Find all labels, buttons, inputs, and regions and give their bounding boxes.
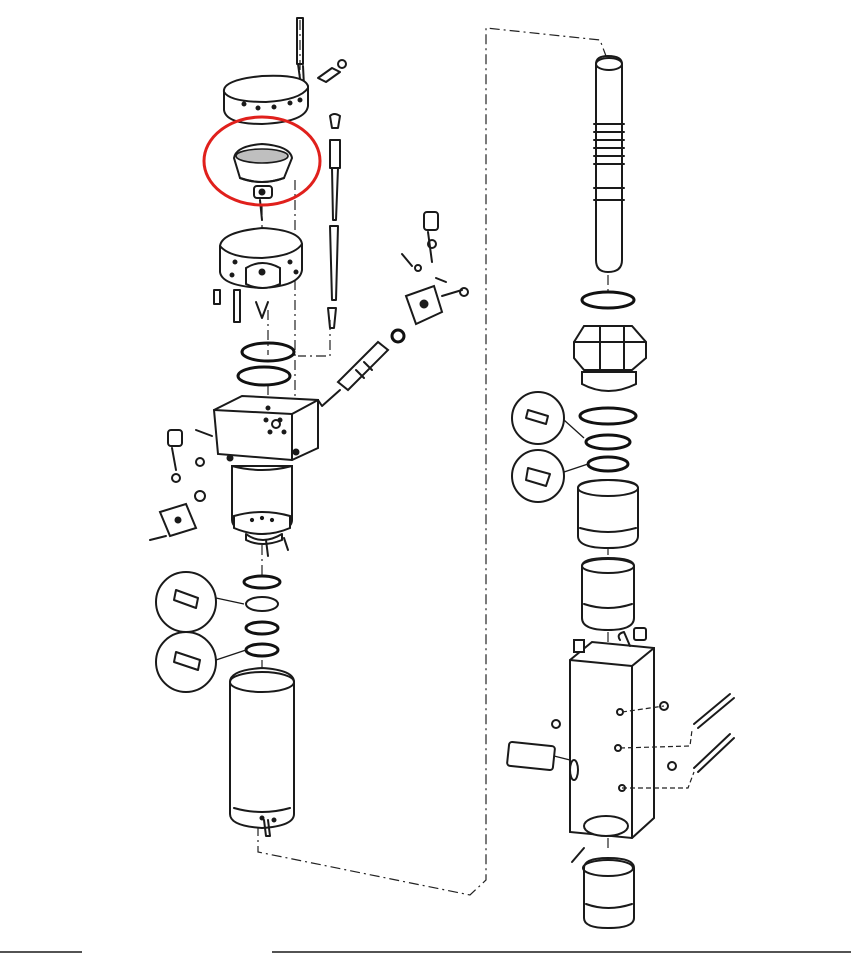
throat-o-ring: [578, 406, 638, 426]
grease-fitting-top: [317, 59, 347, 83]
packing-sleeve: [577, 478, 639, 550]
upper-seal-cap[interactable]: [232, 142, 294, 221]
valve-assembly-right: [401, 211, 469, 326]
throat-seal-callout-1: [511, 391, 585, 445]
push-rod: [327, 113, 341, 329]
piston-sleeve: [581, 556, 635, 632]
rod-o-ring: [580, 290, 636, 310]
o-rings-upper: [236, 341, 296, 387]
pump-block: [569, 640, 655, 840]
throat-seal-1: [584, 433, 632, 451]
throat-seal-callout-2: [511, 449, 589, 503]
piston-rod: [593, 54, 625, 274]
lower-piston-sleeve: [582, 856, 635, 930]
main-cylinder: [231, 465, 293, 557]
lower-cylinder: [229, 666, 295, 837]
feed-tube: [317, 328, 406, 407]
throat-seal-2: [586, 455, 630, 473]
small-pins: [213, 289, 269, 323]
seal-detail-callout-2: [155, 631, 247, 693]
block-fittings: [506, 627, 735, 863]
left-fittings: [149, 429, 213, 541]
highlight-circle: [202, 115, 322, 207]
seal-detail-callout-1: [155, 571, 245, 633]
lower-seals: [242, 574, 282, 658]
upper-manifold: [219, 226, 303, 290]
top-cap-flange: [222, 74, 309, 126]
packing-nut: [573, 325, 647, 392]
main-body: [212, 394, 319, 462]
